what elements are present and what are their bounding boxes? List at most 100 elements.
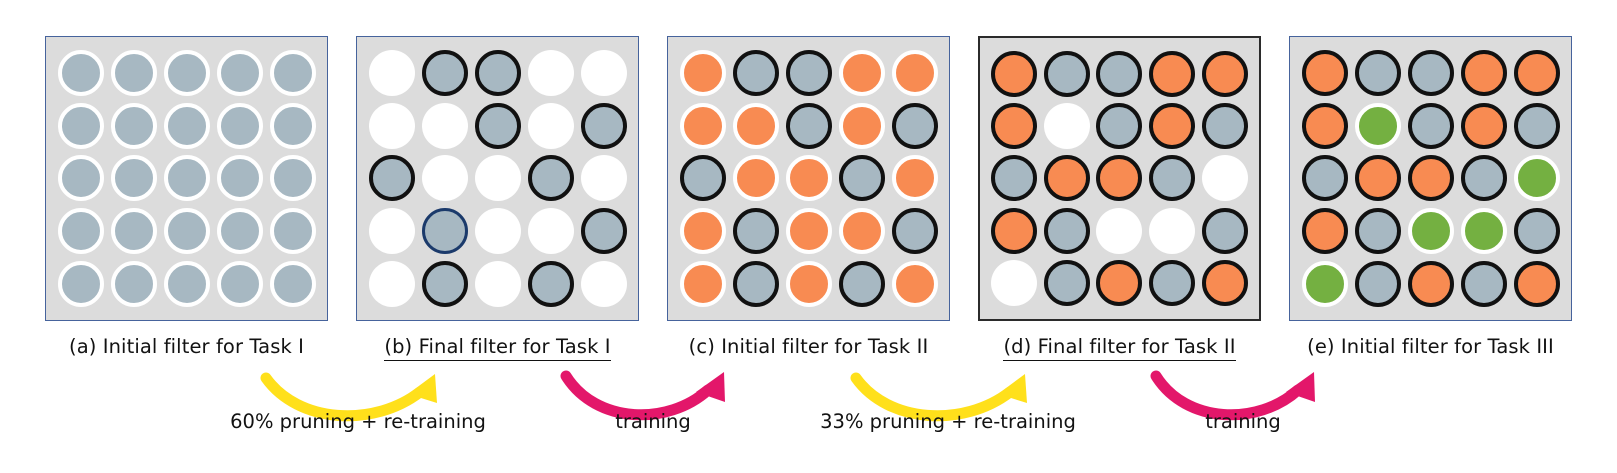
- filter-cell[interactable]: [891, 102, 938, 149]
- filter-cell[interactable]: [732, 50, 779, 97]
- filter-cell[interactable]: [580, 50, 627, 97]
- filter-cell[interactable]: [474, 155, 521, 202]
- filter-cell[interactable]: [216, 102, 263, 149]
- filter-cell[interactable]: [1460, 208, 1507, 255]
- filter-cell[interactable]: [991, 207, 1038, 254]
- filter-cell[interactable]: [732, 260, 779, 307]
- filter-cell[interactable]: [1460, 155, 1507, 202]
- filter-cell[interactable]: [1460, 50, 1507, 97]
- filter-cell[interactable]: [1301, 102, 1348, 149]
- filter-cell[interactable]: [1513, 260, 1560, 307]
- filter-cell[interactable]: [785, 50, 832, 97]
- filter-cell[interactable]: [1354, 50, 1401, 97]
- filter-cell[interactable]: [580, 155, 627, 202]
- filter-cell[interactable]: [679, 102, 726, 149]
- filter-cell[interactable]: [57, 208, 104, 255]
- filter-cell[interactable]: [679, 50, 726, 97]
- filter-cell[interactable]: [527, 260, 574, 307]
- filter-cell[interactable]: [163, 102, 210, 149]
- filter-cell[interactable]: [163, 155, 210, 202]
- filter-cell[interactable]: [1201, 103, 1248, 150]
- filter-cell[interactable]: [991, 259, 1038, 306]
- filter-cell[interactable]: [1096, 207, 1143, 254]
- filter-cell[interactable]: [368, 208, 415, 255]
- filter-cell[interactable]: [110, 102, 157, 149]
- filter-cell[interactable]: [1096, 259, 1143, 306]
- filter-cell[interactable]: [216, 208, 263, 255]
- filter-cell[interactable]: [1407, 260, 1454, 307]
- filter-cell[interactable]: [838, 102, 885, 149]
- filter-cell[interactable]: [474, 102, 521, 149]
- filter-cell[interactable]: [1301, 260, 1348, 307]
- filter-cell[interactable]: [732, 102, 779, 149]
- filter-cell[interactable]: [474, 50, 521, 97]
- filter-cell[interactable]: [527, 155, 574, 202]
- filter-cell[interactable]: [1149, 51, 1196, 98]
- filter-cell[interactable]: [368, 155, 415, 202]
- filter-cell[interactable]: [57, 50, 104, 97]
- filter-cell[interactable]: [1149, 155, 1196, 202]
- filter-cell[interactable]: [216, 155, 263, 202]
- filter-cell[interactable]: [421, 208, 468, 255]
- filter-cell[interactable]: [1096, 155, 1143, 202]
- filter-cell[interactable]: [269, 260, 316, 307]
- filter-cell[interactable]: [110, 155, 157, 202]
- filter-cell[interactable]: [1201, 51, 1248, 98]
- filter-cell[interactable]: [57, 102, 104, 149]
- filter-cell[interactable]: [1201, 155, 1248, 202]
- filter-cell[interactable]: [1301, 155, 1348, 202]
- filter-cell[interactable]: [110, 260, 157, 307]
- filter-cell[interactable]: [1096, 51, 1143, 98]
- filter-cell[interactable]: [421, 155, 468, 202]
- filter-cell[interactable]: [838, 50, 885, 97]
- filter-cell[interactable]: [1407, 208, 1454, 255]
- filter-cell[interactable]: [891, 50, 938, 97]
- filter-cell[interactable]: [1301, 208, 1348, 255]
- filter-cell[interactable]: [110, 208, 157, 255]
- filter-cell[interactable]: [679, 260, 726, 307]
- filter-cell[interactable]: [838, 208, 885, 255]
- filter-cell[interactable]: [216, 50, 263, 97]
- filter-cell[interactable]: [57, 155, 104, 202]
- filter-cell[interactable]: [1407, 50, 1454, 97]
- filter-cell[interactable]: [1513, 155, 1560, 202]
- filter-cell[interactable]: [785, 260, 832, 307]
- filter-cell[interactable]: [1043, 207, 1090, 254]
- filter-cell[interactable]: [785, 155, 832, 202]
- filter-cell[interactable]: [368, 260, 415, 307]
- filter-cell[interactable]: [838, 155, 885, 202]
- filter-cell[interactable]: [1354, 260, 1401, 307]
- filter-cell[interactable]: [1407, 102, 1454, 149]
- filter-cell[interactable]: [216, 260, 263, 307]
- filter-cell[interactable]: [1149, 103, 1196, 150]
- filter-cell[interactable]: [1201, 259, 1248, 306]
- filter-cell[interactable]: [1513, 208, 1560, 255]
- filter-cell[interactable]: [474, 260, 521, 307]
- filter-cell[interactable]: [1354, 208, 1401, 255]
- filter-cell[interactable]: [1354, 155, 1401, 202]
- filter-cell[interactable]: [1354, 102, 1401, 149]
- filter-cell[interactable]: [474, 208, 521, 255]
- filter-cell[interactable]: [679, 155, 726, 202]
- filter-cell[interactable]: [1096, 103, 1143, 150]
- filter-cell[interactable]: [57, 260, 104, 307]
- filter-cell[interactable]: [421, 50, 468, 97]
- filter-cell[interactable]: [891, 208, 938, 255]
- filter-cell[interactable]: [1043, 103, 1090, 150]
- filter-cell[interactable]: [838, 260, 885, 307]
- filter-cell[interactable]: [163, 208, 210, 255]
- filter-cell[interactable]: [421, 102, 468, 149]
- filter-cell[interactable]: [580, 102, 627, 149]
- filter-cell[interactable]: [991, 155, 1038, 202]
- filter-cell[interactable]: [368, 102, 415, 149]
- filter-cell[interactable]: [732, 208, 779, 255]
- filter-cell[interactable]: [1043, 51, 1090, 98]
- filter-cell[interactable]: [1407, 155, 1454, 202]
- filter-cell[interactable]: [1301, 50, 1348, 97]
- filter-cell[interactable]: [269, 50, 316, 97]
- filter-cell[interactable]: [1513, 102, 1560, 149]
- filter-panel-c[interactable]: [667, 36, 950, 321]
- filter-cell[interactable]: [368, 50, 415, 97]
- filter-cell[interactable]: [1149, 207, 1196, 254]
- filter-panel-d[interactable]: [978, 36, 1261, 321]
